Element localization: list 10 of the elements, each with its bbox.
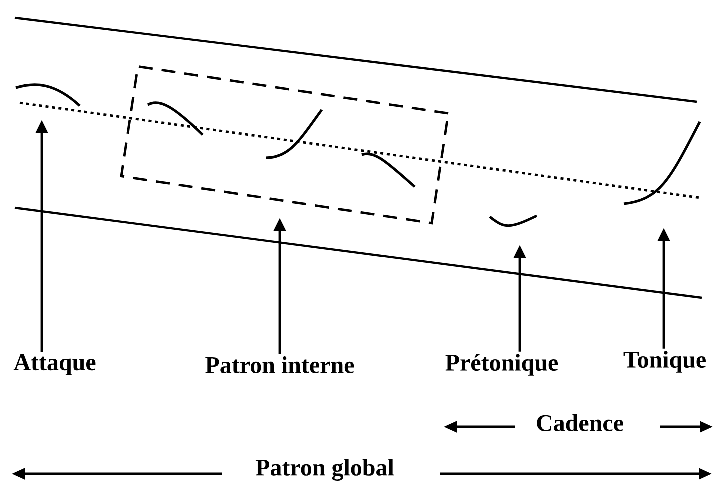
pitch-contour: [489, 214, 538, 228]
part-label: Prétonique: [446, 354, 558, 376]
part-label: Tonique: [624, 351, 706, 373]
dashed-box: [120, 65, 450, 225]
pitch-contour: [624, 121, 702, 206]
span-label: Cadence: [537, 414, 624, 432]
part-label: Patron interne: [206, 356, 354, 374]
pitch-contour: [16, 84, 81, 107]
part-label: Attaque: [14, 354, 96, 376]
span-label: Patron global: [256, 459, 394, 481]
